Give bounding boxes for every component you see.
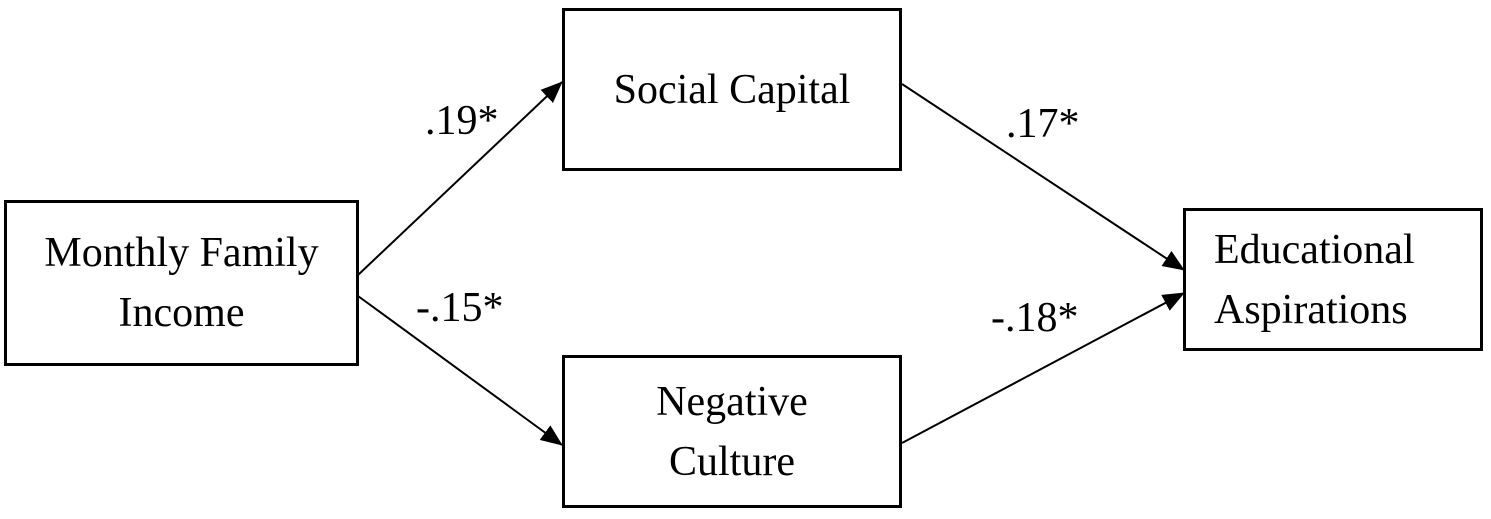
node-social-capital: Social Capital [562,8,902,171]
coefficient-income-negative-culture: -.15* [416,285,504,331]
node-label: Social Capital [613,66,851,113]
arrow-negative-culture-to-aspirations [901,292,1185,444]
coefficient-income-social-capital: .19* [425,98,499,144]
arrow-income-to-negative-culture [357,295,563,446]
node-monthly-family-income: Monthly Family Income [4,200,359,366]
coefficient-social-capital-aspirations: .17* [1006,101,1080,147]
arrow-income-to-social-capital [357,81,563,276]
node-educational-aspirations: Educational Aspirations [1183,208,1483,351]
node-label: Educational Aspirations [1214,226,1415,333]
node-negative-culture: Negative Culture [562,355,902,508]
node-label: Monthly Family Income [44,230,319,336]
arrow-social-capital-to-aspirations [901,83,1185,271]
coefficient-negative-culture-aspirations: -.18* [991,295,1079,341]
node-label: Negative Culture [656,378,808,485]
